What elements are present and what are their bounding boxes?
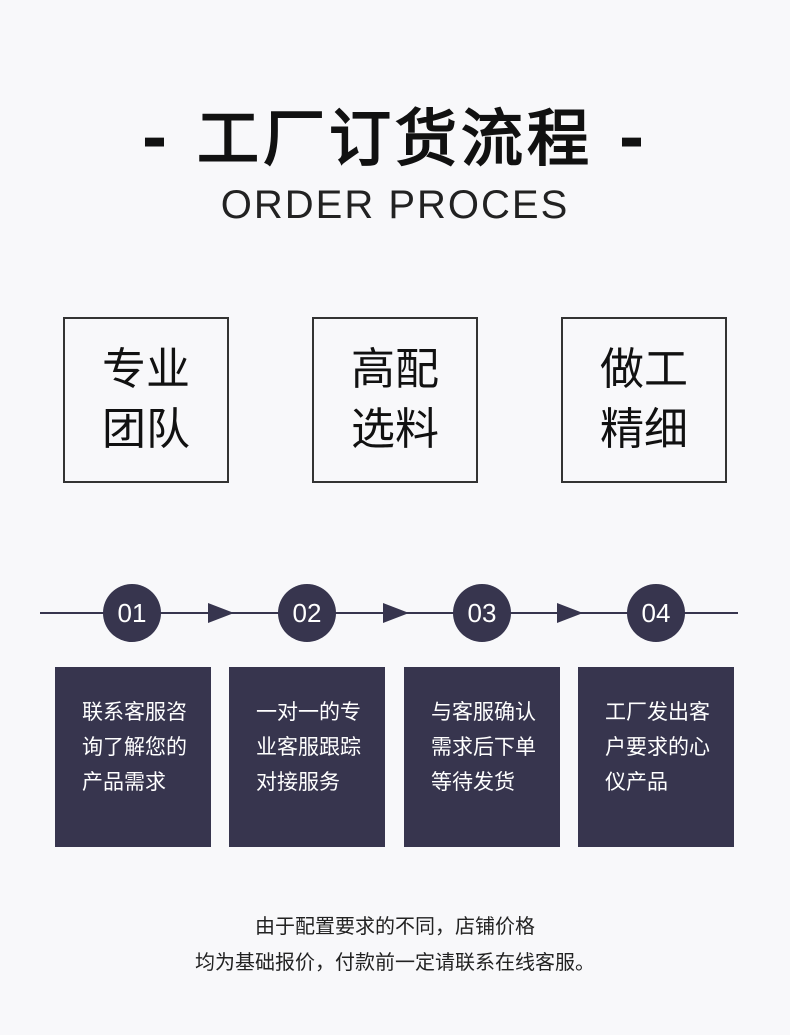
- step-text: 仪产品: [605, 770, 668, 794]
- step-number: 03: [453, 584, 511, 642]
- step-text: 等待发货: [431, 770, 515, 794]
- step-number: 01: [103, 584, 161, 642]
- step-card-2: 一对一的专业客服跟踪对接服务: [229, 667, 385, 847]
- step-text: 联系客服咨: [82, 700, 187, 724]
- page-title: - 工厂订货流程 -: [141, 102, 649, 175]
- step-number: 02: [278, 584, 336, 642]
- step-text: 需求后下单: [431, 735, 536, 759]
- step-card-4: 工厂发出客户要求的心仪产品: [578, 667, 734, 847]
- step-text: 与客服确认: [431, 700, 536, 724]
- feature-box-materials: 高配选料: [312, 317, 478, 483]
- feature-box-craft: 做工精细: [561, 317, 727, 483]
- step-text: 询了解您的: [82, 735, 187, 759]
- step-text: 产品需求: [82, 770, 166, 794]
- feature-text: 高配: [351, 344, 439, 395]
- feature-text: 专业: [102, 344, 190, 395]
- step-text: 对接服务: [256, 770, 340, 794]
- step-text: 一对一的专: [256, 700, 361, 724]
- arrow-right-icon: [383, 603, 409, 623]
- feature-text: 团队: [102, 404, 190, 455]
- feature-text: 精细: [600, 404, 688, 455]
- arrow-right-icon: [208, 603, 234, 623]
- step-card-1: 联系客服咨询了解您的产品需求: [55, 667, 211, 847]
- step-text: 户要求的心: [605, 735, 710, 759]
- feature-box-team: 专业团队: [63, 317, 229, 483]
- note-line-2: 均为基础报价，付款前一定请联系在线客服。: [195, 950, 595, 974]
- page-subtitle: ORDER PROCES: [220, 183, 570, 227]
- step-text: 业客服跟踪: [256, 735, 361, 759]
- step-text: 工厂发出客: [605, 700, 710, 724]
- arrow-right-icon: [557, 603, 583, 623]
- feature-text: 选料: [351, 404, 439, 455]
- note-line-1: 由于配置要求的不同，店铺价格: [255, 914, 535, 938]
- feature-text: 做工: [600, 344, 688, 395]
- step-card-3: 与客服确认需求后下单等待发货: [404, 667, 560, 847]
- step-number: 04: [627, 584, 685, 642]
